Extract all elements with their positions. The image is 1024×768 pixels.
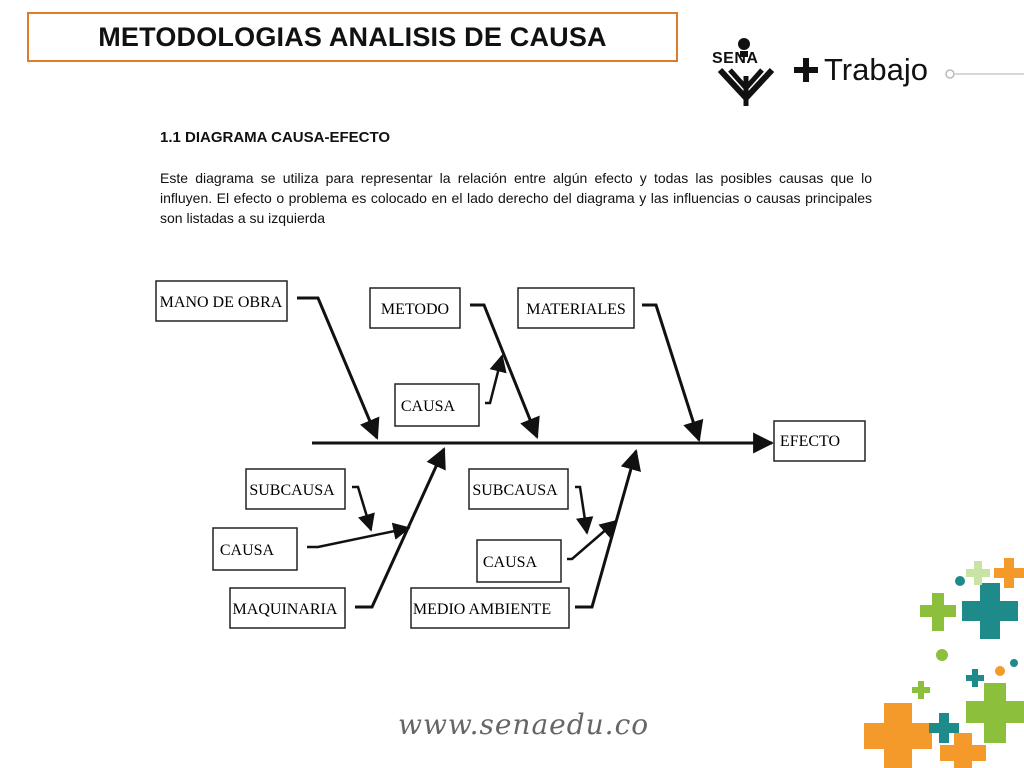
- circle-plus-green-icon: [936, 649, 948, 661]
- sena-logo: SENA Trabajo: [706, 36, 1024, 108]
- cross-green-light-icon: [966, 561, 990, 585]
- label-subcausa-right: SUBCAUSA: [472, 482, 558, 499]
- slide-title: METODOLOGIAS ANALISIS DE CAUSA: [98, 21, 607, 52]
- arrow-causa-left: [307, 522, 411, 549]
- box-materiales: MATERIALES: [517, 287, 635, 329]
- sena-label: SENA: [712, 50, 759, 67]
- label-mano-de-obra: MANO DE OBRA: [160, 294, 283, 311]
- box-causa-left: CAUSA: [212, 527, 298, 571]
- arrow-causa-top: [485, 354, 507, 405]
- box-causa-right: CAUSA: [476, 539, 562, 583]
- label-efecto: EFECTO: [780, 433, 840, 450]
- cross-green-medium-icon: [920, 593, 956, 631]
- cross-green-large-icon: [966, 683, 1024, 743]
- slide-title-box: METODOLOGIAS ANALISIS DE CAUSA: [27, 12, 678, 62]
- arrow-medio-ambiente: [575, 448, 641, 609]
- label-materiales: MATERIALES: [526, 301, 626, 318]
- cross-orange-large-icon: [864, 703, 932, 768]
- box-efecto: EFECTO: [773, 420, 866, 462]
- label-causa-top: CAUSA: [401, 398, 456, 415]
- box-subcausa-left: SUBCAUSA: [245, 468, 346, 510]
- cross-teal-small-icon: [929, 713, 959, 743]
- label-causa-right: CAUSA: [483, 554, 538, 571]
- slogan-line: [945, 69, 1024, 79]
- plus-icon: [794, 58, 818, 82]
- label-subcausa-left: SUBCAUSA: [249, 482, 335, 499]
- decorative-crosses: [864, 558, 1024, 768]
- box-medio-ambiente: MEDIO AMBIENTE: [410, 587, 570, 629]
- cross-teal-large-icon: [962, 583, 1018, 639]
- circle-plus-orange-icon: [995, 666, 1005, 676]
- arrow-materiales: [642, 303, 704, 443]
- arrow-causa-right: [567, 519, 618, 561]
- arrow-maquinaria: [355, 447, 446, 609]
- circle-plus-teal-small-icon: [1010, 659, 1018, 667]
- section-heading: 1.1 DIAGRAMA CAUSA-EFECTO: [160, 129, 391, 146]
- cross-green-tiny-icon: [912, 681, 930, 699]
- label-metodo: METODO: [381, 301, 449, 318]
- cross-orange-small-icon: [994, 558, 1024, 588]
- label-maquinaria: MAQUINARIA: [233, 601, 338, 618]
- circle-plus-teal-icon: [955, 576, 965, 586]
- sena-emblem-icon: [717, 38, 775, 106]
- box-metodo: METODO: [369, 287, 461, 329]
- cross-orange-medium-icon: [940, 733, 986, 768]
- website-url: www.senaedu.co: [398, 708, 650, 741]
- slogan: Trabajo: [824, 52, 928, 87]
- label-medio-ambiente: MEDIO AMBIENTE: [413, 601, 551, 618]
- arrow-subcausa-left: [352, 485, 375, 532]
- arrow-mano-de-obra: [297, 296, 380, 440]
- box-mano-de-obra: MANO DE OBRA: [155, 280, 288, 322]
- arrow-subcausa-right: [575, 485, 594, 535]
- box-subcausa-right: SUBCAUSA: [468, 468, 569, 510]
- cross-teal-tiny-icon: [966, 669, 984, 687]
- label-causa-left: CAUSA: [220, 542, 275, 559]
- box-maquinaria: MAQUINARIA: [229, 587, 346, 629]
- section-body: Este diagrama se utiliza para representa…: [160, 170, 872, 226]
- arrow-metodo: [470, 303, 540, 439]
- box-causa-top: CAUSA: [394, 383, 480, 427]
